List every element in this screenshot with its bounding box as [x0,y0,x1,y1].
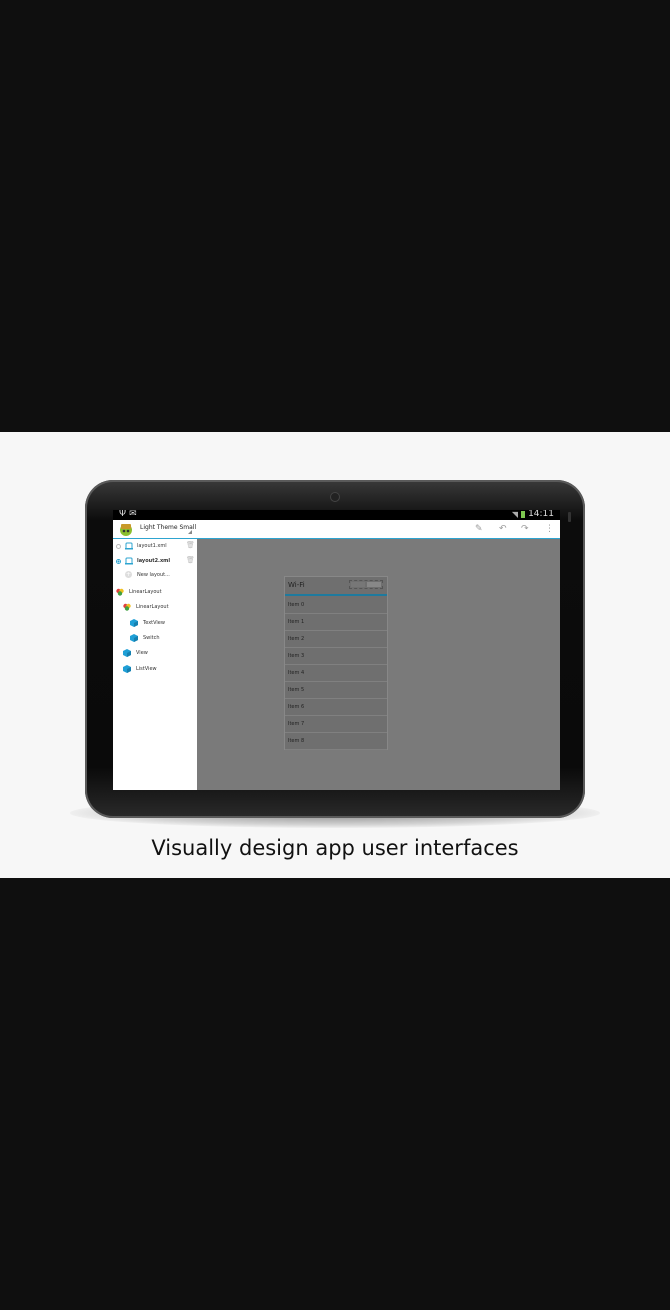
tree-item-label: Switch [143,635,160,641]
tree-item-linearlayout[interactable]: LinearLayout [116,588,162,596]
layout-item-layout1[interactable]: layout1.xml [116,542,167,550]
new-layout-label: New layout... [137,571,170,578]
preview-list-item[interactable]: Item 5 [285,682,387,699]
tree-item-label: LinearLayout [129,589,162,595]
new-layout-button[interactable]: + New layout... [113,571,170,578]
radio-selected-icon[interactable] [116,558,121,564]
tablet-screen: Ψ✉ ◥ 14:11 Light Theme Small ✎ ↶ ↷ ⋮ lay… [113,510,560,790]
app-logo-icon[interactable] [118,521,134,537]
overflow-menu-icon[interactable]: ⋮ [545,524,554,534]
hardware-button [568,512,571,522]
camera-icon [331,493,339,501]
tree-item-view[interactable]: View [123,649,148,657]
layout-sidebar: layout1.xml 🗑 layout2.xml 🗑 + New layout… [113,539,197,790]
preview-list-item[interactable]: Item 7 [285,716,387,733]
view-icon [123,665,131,673]
action-bar: Light Theme Small ✎ ↶ ↷ ⋮ [113,520,560,539]
pencil-icon[interactable]: ✎ [475,524,483,534]
preview-list-item[interactable]: Item 2 [285,631,387,648]
tree-item-linearlayout-nested[interactable]: LinearLayout [123,603,169,611]
design-canvas[interactable]: Wi-Fi Item 0 Item 1 Item 2 Item 3 Item 4… [197,539,560,790]
layout-item-label: layout2.xml [137,558,171,564]
view-icon [130,634,138,642]
battery-icon [521,510,526,518]
status-bar: Ψ✉ ◥ 14:11 [113,510,560,520]
preview-item-label: Item 5 [288,687,305,693]
trash-icon[interactable]: 🗑 [186,556,195,564]
theme-title[interactable]: Light Theme Small [140,524,197,531]
layout-icon [123,603,131,611]
switch-widget[interactable] [349,580,383,589]
layout-item-layout2[interactable]: layout2.xml [116,557,170,565]
preview-item-label: Item 3 [288,653,305,659]
layout-icon [116,588,124,596]
mail-icon: ✉ [129,510,140,519]
promo-caption: Visually design app user interfaces [151,836,519,860]
tree-item-label: ListView [136,666,157,672]
tree-item-textview[interactable]: TextView [130,619,165,627]
add-icon: + [125,571,132,578]
preview-item-label: Item 0 [288,602,305,608]
preview-list-item[interactable]: Item 6 [285,699,387,716]
tree-item-label: TextView [143,620,165,626]
status-time: 14:11 [528,510,554,519]
tree-item-label: View [136,650,148,656]
status-right: ◥ 14:11 [512,510,554,519]
preview-list-item[interactable]: Item 8 [285,733,387,750]
tree-item-listview[interactable]: ListView [123,665,157,673]
radio-unselected-icon[interactable] [116,543,121,549]
dropdown-indicator-icon[interactable] [188,530,192,534]
redo-icon[interactable]: ↷ [521,524,529,534]
tablet-file-icon [125,542,133,550]
view-icon [123,649,131,657]
undo-icon[interactable]: ↶ [499,524,507,534]
layout-item-label: layout1.xml [137,543,167,549]
tree-item-switch[interactable]: Switch [130,634,160,642]
wifi-icon: ◥ [511,510,519,519]
preview-item-label: Item 4 [288,670,305,676]
preview-item-label: Item 1 [288,619,305,625]
preview-list-item[interactable]: Item 1 [285,614,387,631]
layout-preview[interactable]: Wi-Fi Item 0 Item 1 Item 2 Item 3 Item 4… [284,576,388,750]
usb-icon: Ψ [119,510,130,519]
preview-list-item[interactable]: Item 0 [285,597,387,614]
preview-header-title: Wi-Fi [288,581,305,589]
view-icon [130,619,138,627]
notification-icons: Ψ✉ [119,510,140,519]
preview-item-label: Item 6 [288,704,305,710]
preview-item-label: Item 8 [288,738,305,744]
preview-list-item[interactable]: Item 3 [285,648,387,665]
tree-item-label: LinearLayout [136,604,169,610]
preview-list-item[interactable]: Item 4 [285,665,387,682]
preview-item-label: Item 2 [288,636,305,642]
tablet-file-icon [125,557,133,565]
preview-item-label: Item 7 [288,721,305,727]
trash-icon[interactable]: 🗑 [186,541,195,549]
preview-header[interactable]: Wi-Fi [285,577,387,596]
